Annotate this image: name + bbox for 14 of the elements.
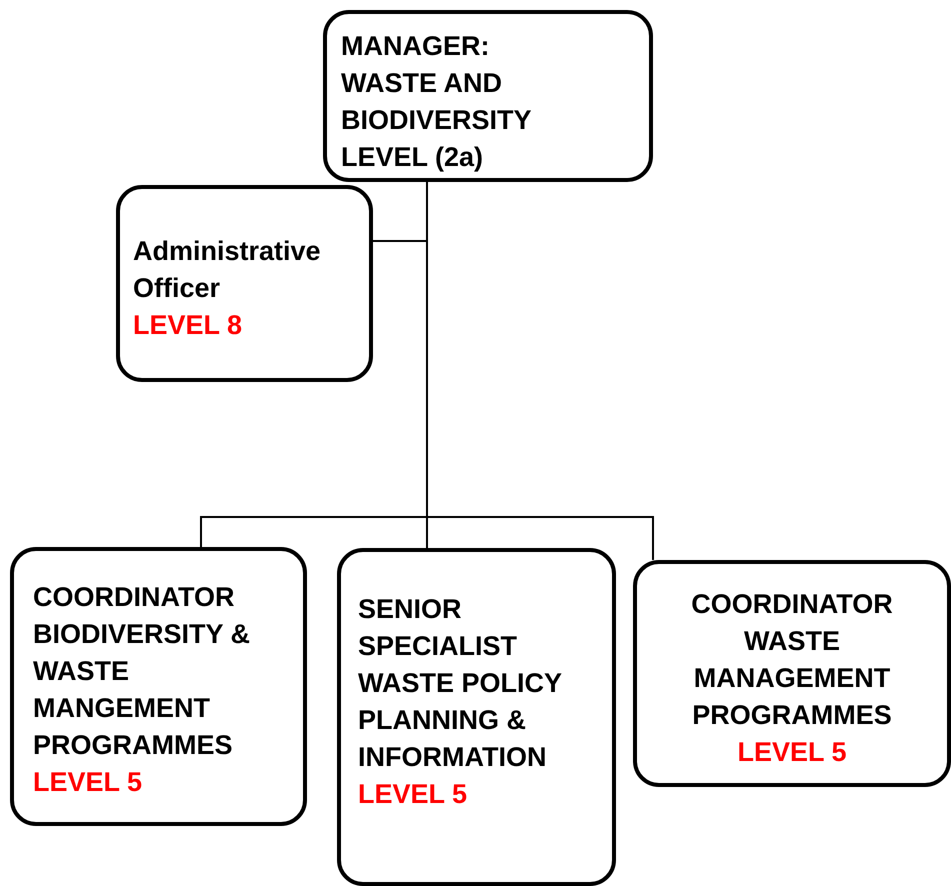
position-box [10, 547, 307, 826]
position-box [633, 560, 951, 787]
level-label: LEVEL 5 [33, 766, 144, 799]
job-title: COORDINATOR WASTE MANAGEMENT PROGRAMMES [690, 588, 894, 732]
job-title: MANAGER: WASTE AND BIODIVERSITY LEVEL (2a) [341, 30, 532, 174]
job-title: COORDINATOR BIODIVERSITY & WASTE MANGEMENT PROGRAMMES [33, 581, 252, 762]
position-box [323, 10, 653, 182]
job-title: SENIOR SPECIALIST WASTE POLICY PLANNING & INFORMATION [358, 593, 563, 774]
level-label: LEVEL 5 [736, 736, 848, 769]
level-label: LEVEL 5 [358, 778, 468, 811]
position-box [116, 185, 373, 382]
level-label: LEVEL 8 [133, 309, 244, 342]
job-title: Administrative Officer [133, 235, 322, 305]
position-box [337, 548, 616, 886]
